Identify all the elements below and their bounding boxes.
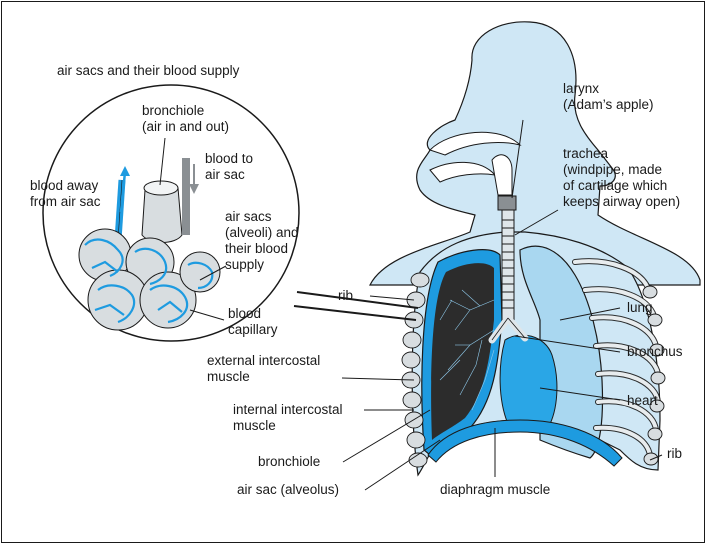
air-sacs-label: air sacs (alveoli) and their blood suppl… bbox=[225, 209, 299, 273]
external-intercostal-label: external intercostal muscle bbox=[207, 353, 320, 385]
inset-title: air sacs and their blood supply bbox=[57, 63, 239, 79]
rib-right-label: rib bbox=[667, 446, 682, 462]
air-sac-label: air sac (alveolus) bbox=[237, 482, 339, 498]
internal-intercostal-label: internal intercostal muscle bbox=[233, 402, 343, 434]
heart-label: heart bbox=[627, 393, 658, 409]
bronchus-label: bronchus bbox=[627, 344, 683, 360]
heart bbox=[500, 335, 557, 430]
blood-away-label: blood away from air sac bbox=[30, 178, 101, 210]
blood-to-air-sac-label: blood to air sac bbox=[205, 151, 253, 183]
lung-label: lung bbox=[627, 300, 653, 316]
trachea-label: trachea (windpipe, made of cartilage whi… bbox=[563, 146, 680, 210]
rib-left-label: rib bbox=[338, 288, 353, 304]
magnifier-connector bbox=[294, 292, 418, 320]
bronchiole-label: bronchiole bbox=[258, 454, 320, 470]
inset-bronchiole-label: bronchiole (air in and out) bbox=[142, 103, 229, 135]
diaphragm-label: diaphragm muscle bbox=[440, 482, 550, 498]
larynx-label: larynx (Adam’s apple) bbox=[563, 81, 654, 113]
blood-capillary-label: blood capillary bbox=[228, 306, 278, 338]
